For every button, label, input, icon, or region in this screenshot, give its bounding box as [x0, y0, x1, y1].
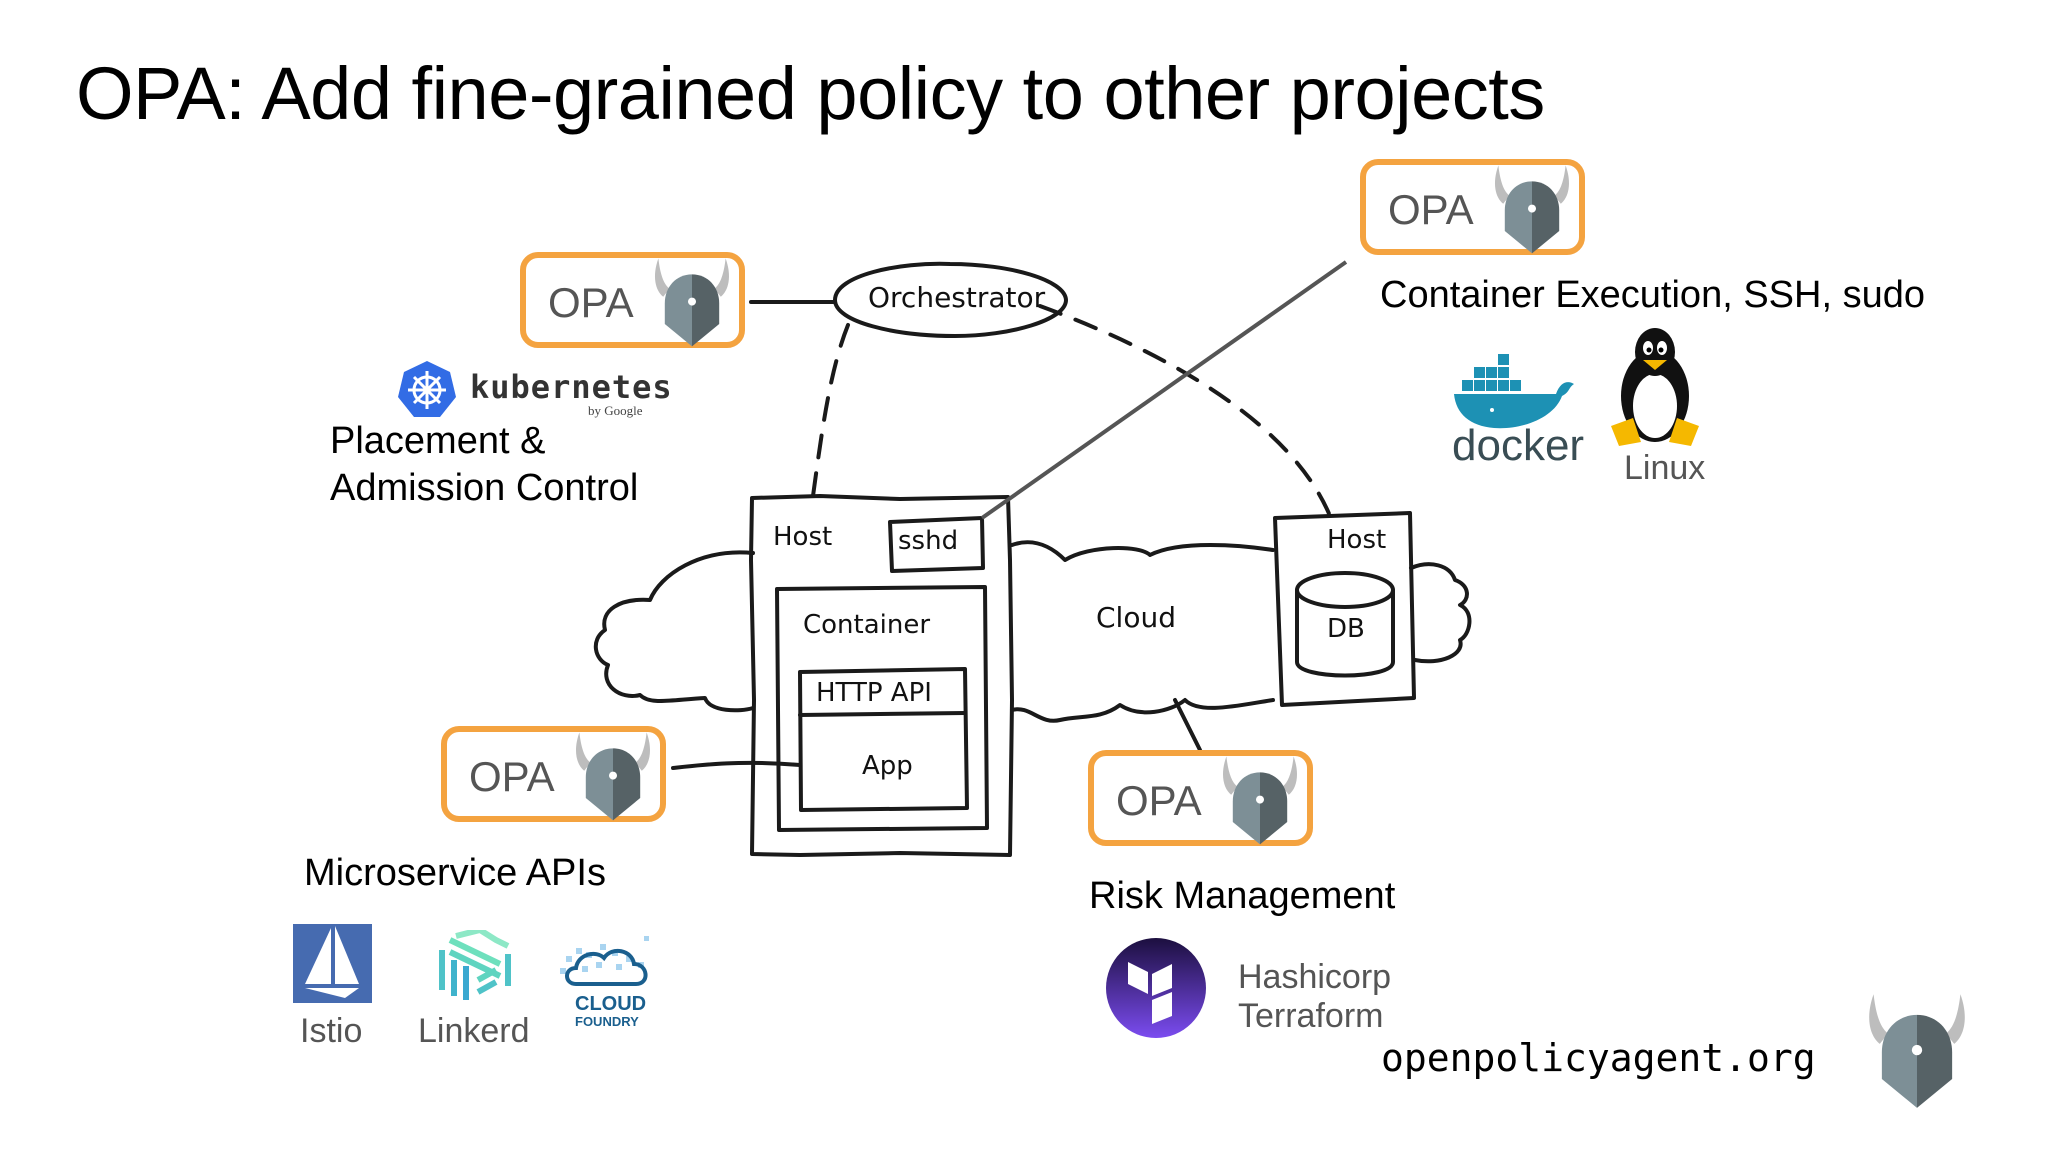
connector-microservice: [671, 760, 802, 770]
terraform-icon: [1106, 938, 1206, 1038]
opa-badge-label: OPA: [1116, 777, 1202, 824]
risk-caption: Risk Management: [1089, 875, 1396, 917]
http-api-label: HTTP API: [816, 678, 932, 708]
connector-container-exec: [980, 260, 1348, 520]
docker-icon: [1454, 354, 1574, 429]
kubernetes-caption-line1: Placement &: [330, 420, 546, 462]
dashed-orch-host-left: [811, 323, 850, 498]
opa-logo-icon: [1862, 986, 1972, 1110]
sshd-label: sshd: [898, 526, 959, 556]
linux-tux-icon: [1611, 328, 1699, 446]
kubernetes-caption-line2: Admission Control: [330, 467, 639, 509]
dashed-orch-host-right: [1038, 304, 1332, 518]
terraform-label-line2: Terraform: [1238, 997, 1384, 1035]
docker-label: docker: [1452, 421, 1585, 470]
opa-badge-risk: OPA: [1088, 750, 1313, 846]
kubernetes-logo-text: kubernetes: [470, 368, 673, 406]
opa-badge-label: OPA: [1388, 186, 1474, 233]
linux-label: Linux: [1624, 449, 1706, 487]
linkerd-label: Linkerd: [418, 1012, 530, 1050]
container-exec-caption: Container Execution, SSH, sudo: [1380, 274, 1925, 316]
sshd-box: [888, 516, 985, 573]
footer-url-link[interactable]: openpolicyagent.org: [1381, 1036, 1816, 1080]
opa-badge-container: OPA: [1360, 159, 1585, 255]
app-label: App: [862, 751, 913, 781]
linkerd-icon: [439, 930, 511, 1000]
opa-helmet-icon: [1492, 157, 1572, 257]
host-left-box: [749, 494, 1014, 857]
cloud-foundry-label-line1: CLOUD: [575, 993, 647, 1015]
host-left-label: Host: [773, 522, 833, 552]
orchestrator-ellipse: [833, 261, 1068, 338]
container-box: [775, 585, 989, 832]
cloud-label: Cloud: [1096, 601, 1176, 634]
cloud-foundry-label-line2: FOUNDRY: [575, 1014, 639, 1029]
opa-badge-label: OPA: [548, 279, 634, 326]
opa-helmet-icon: [652, 250, 732, 350]
db-label: DB: [1327, 614, 1365, 644]
opa-badge-kubernetes: OPA: [520, 252, 745, 348]
container-label: Container: [803, 610, 931, 640]
slide-title: OPA: Add fine-grained policy to other pr…: [76, 52, 1545, 135]
kubernetes-logo-subtext: by Google: [588, 403, 643, 418]
opa-badge-label: OPA: [469, 753, 555, 800]
cloud-shape: [593, 540, 1472, 723]
opa-helmet-icon: [573, 724, 653, 824]
cloud-foundry-icon: [560, 936, 649, 986]
opa-badge-microservice: OPA: [441, 726, 666, 822]
istio-label: Istio: [300, 1012, 363, 1050]
microservice-caption: Microservice APIs: [304, 852, 606, 894]
opa-helmet-icon: [1220, 748, 1300, 848]
terraform-label-line1: Hashicorp: [1238, 958, 1392, 996]
db-cylinder-top: [1295, 571, 1395, 609]
orchestrator-label: Orchestrator: [868, 281, 1046, 314]
host-right-label: Host: [1327, 525, 1387, 555]
host-right-box: [1273, 511, 1416, 707]
kubernetes-icon: [398, 361, 456, 417]
http-api-divider: [798, 711, 967, 717]
db-cylinder-body: [1295, 588, 1395, 678]
istio-icon: [293, 924, 372, 1003]
connector-risk: [1173, 698, 1202, 752]
